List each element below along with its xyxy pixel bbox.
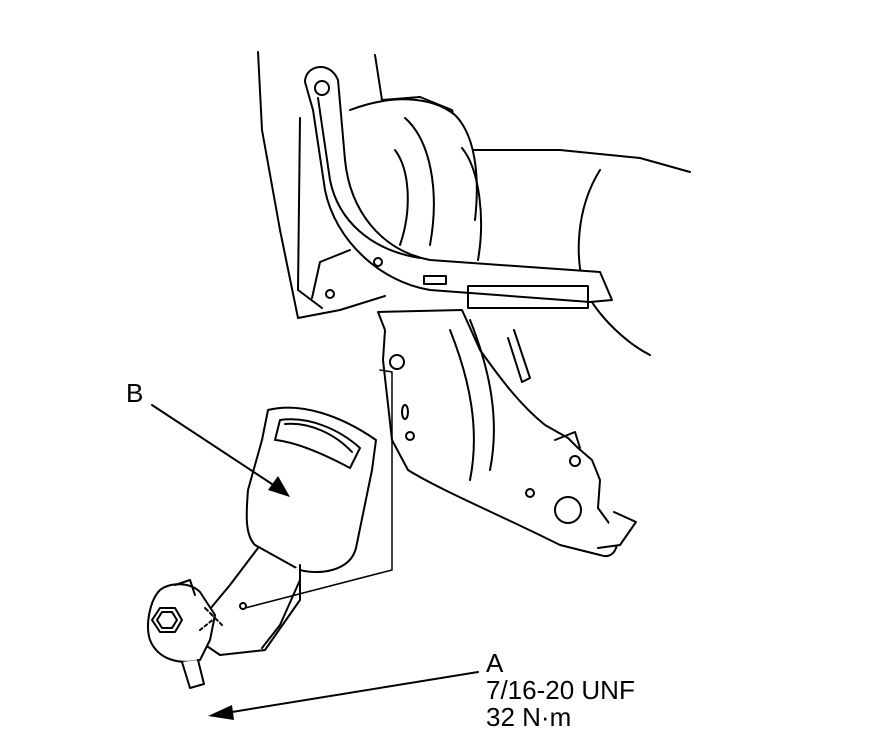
- leader-arrow-a: [208, 705, 234, 720]
- seat-belt-buckle: [147, 406, 377, 689]
- leader-line-b: [151, 404, 279, 489]
- callout-label-a: A 7/16-20 UNF 32 N·m: [486, 650, 635, 731]
- alignment-guide: [244, 369, 393, 609]
- seat-frame-rail: [304, 66, 613, 309]
- leader-arrow-b: [268, 476, 290, 497]
- callout-label-b: B: [126, 378, 144, 408]
- bolt-thread-spec: 7/16-20 UNF: [486, 675, 635, 705]
- leader-line-a: [231, 671, 479, 713]
- bolt-torque-spec: 32 N·m: [486, 702, 572, 732]
- callout-letter-a: A: [486, 648, 504, 678]
- anchor-bracket: [377, 309, 637, 558]
